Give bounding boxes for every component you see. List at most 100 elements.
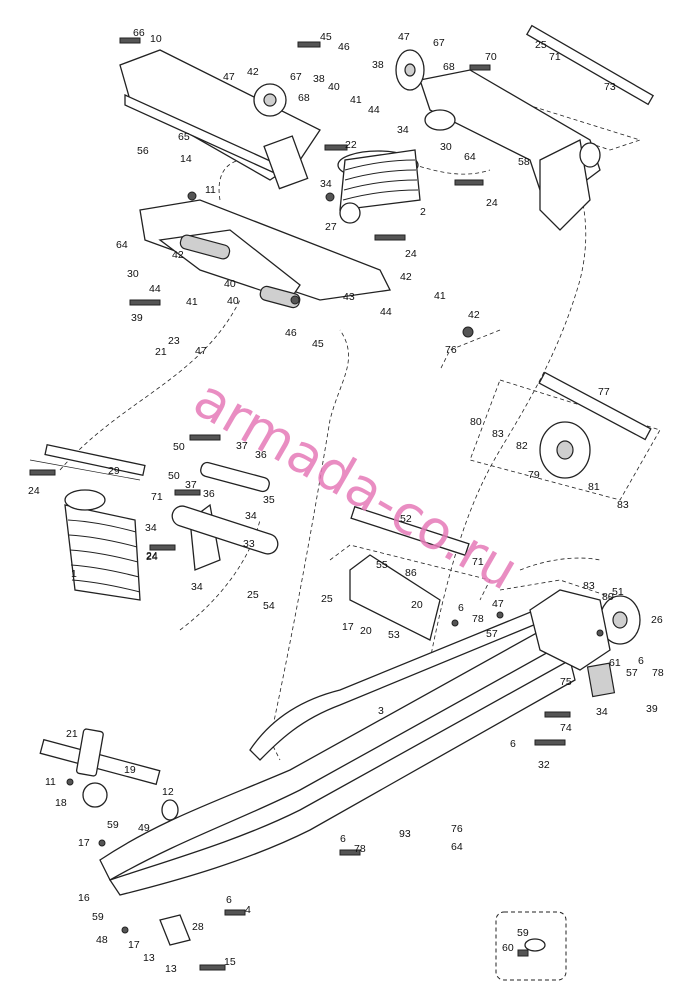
- callout: 86: [405, 567, 417, 579]
- callout: 59: [517, 927, 529, 939]
- callout: 21: [155, 346, 167, 358]
- slide-rails: [99, 599, 576, 896]
- callout: 68: [298, 92, 310, 104]
- callout: 48: [96, 934, 108, 946]
- callout: 53: [388, 629, 400, 641]
- callout: 29: [108, 465, 120, 477]
- callout: 47: [223, 71, 235, 83]
- callout: 68: [443, 61, 455, 73]
- callout: 34: [191, 581, 203, 593]
- callout: 32: [538, 759, 550, 771]
- inset-box: [495, 911, 567, 981]
- idler-wheels: [253, 49, 641, 645]
- callout: 73: [604, 81, 616, 93]
- callout: 15: [224, 956, 236, 968]
- front-arm-assembly: [139, 199, 391, 309]
- callout: 6: [226, 894, 232, 906]
- callout: 60: [502, 942, 514, 954]
- callout: 46: [285, 327, 297, 339]
- callout: 55: [376, 559, 388, 571]
- callout: 16: [78, 892, 90, 904]
- callout: 6: [458, 602, 464, 614]
- callout: 18: [55, 797, 67, 809]
- callout: 51: [612, 586, 624, 598]
- callout: 37: [236, 440, 248, 452]
- callout: 82: [516, 440, 528, 452]
- callout: 11: [205, 184, 216, 196]
- callout: 93: [399, 828, 411, 840]
- rear-arm-assembly: [419, 69, 601, 231]
- callout: 34: [245, 510, 257, 522]
- callout: 30: [440, 141, 452, 153]
- callout: 71: [549, 51, 561, 63]
- callout: 24: [405, 248, 417, 260]
- callout: 79: [528, 469, 540, 481]
- rear-axle-bracket: [529, 589, 616, 698]
- callout: 27: [325, 221, 337, 233]
- upper-crossbar-assembly: [119, 49, 321, 190]
- hardware: [29, 37, 604, 971]
- callout: 66: [133, 27, 145, 39]
- callout: 76: [445, 344, 457, 356]
- shafts: [39, 24, 655, 786]
- callout: 4: [245, 904, 251, 916]
- callout: 36: [255, 449, 267, 461]
- callout: 58: [518, 156, 530, 168]
- callout: 34: [596, 706, 608, 718]
- rear-shock-spring: [337, 149, 421, 224]
- callout: 71: [472, 556, 484, 568]
- callout: 38: [313, 73, 325, 85]
- callout: 76: [451, 823, 463, 835]
- callout: 43: [343, 291, 355, 303]
- callout: 42: [172, 249, 184, 261]
- callout: 34: [320, 178, 332, 190]
- callout: 17: [78, 837, 90, 849]
- callout: 80: [602, 591, 614, 603]
- callout: 23: [168, 335, 180, 347]
- callout: 45: [320, 31, 332, 43]
- callout: 26: [651, 614, 663, 626]
- callout: 61: [609, 657, 621, 669]
- callout: 64: [116, 239, 128, 251]
- callout: 64: [464, 151, 476, 163]
- callout: 47: [398, 31, 410, 43]
- callout: 3: [378, 705, 384, 717]
- callout: 39: [131, 312, 143, 324]
- callout: 42: [400, 271, 412, 283]
- callout: 6: [510, 738, 516, 750]
- callout: 24: [28, 485, 40, 497]
- callout: 67: [433, 37, 445, 49]
- callout: 57: [486, 628, 498, 640]
- callout: 54: [263, 600, 275, 612]
- callout: 37: [185, 479, 197, 491]
- callout: 83: [492, 428, 504, 440]
- callout: 14: [180, 153, 192, 165]
- callout: 40: [328, 81, 340, 93]
- callout: 1: [71, 568, 77, 580]
- callout: 78: [354, 843, 366, 855]
- callout: 13: [143, 952, 155, 964]
- callout: 17: [128, 939, 140, 951]
- callout: 75: [560, 676, 572, 688]
- callout: 40: [227, 295, 239, 307]
- callout: 47: [492, 598, 504, 610]
- callout: 22: [345, 139, 357, 151]
- callout: 57: [626, 667, 638, 679]
- callout: 13: [165, 963, 177, 975]
- callout: 67: [290, 71, 302, 83]
- callout: 49: [138, 822, 150, 834]
- callout: 10: [150, 33, 162, 45]
- callout: 21: [66, 728, 78, 740]
- callout: 25: [535, 39, 547, 51]
- callout: 59: [92, 911, 104, 923]
- callout: 81: [588, 481, 600, 493]
- callout: 44: [149, 283, 161, 295]
- callout: 12: [162, 786, 174, 798]
- callout: 64: [451, 841, 463, 853]
- mid-pivot-assembly: [171, 461, 441, 641]
- callout: 25: [247, 589, 259, 601]
- callout: 65: [178, 131, 190, 143]
- callout: 83: [583, 580, 595, 592]
- callout: 24: [146, 550, 158, 562]
- callout: 41: [434, 290, 446, 302]
